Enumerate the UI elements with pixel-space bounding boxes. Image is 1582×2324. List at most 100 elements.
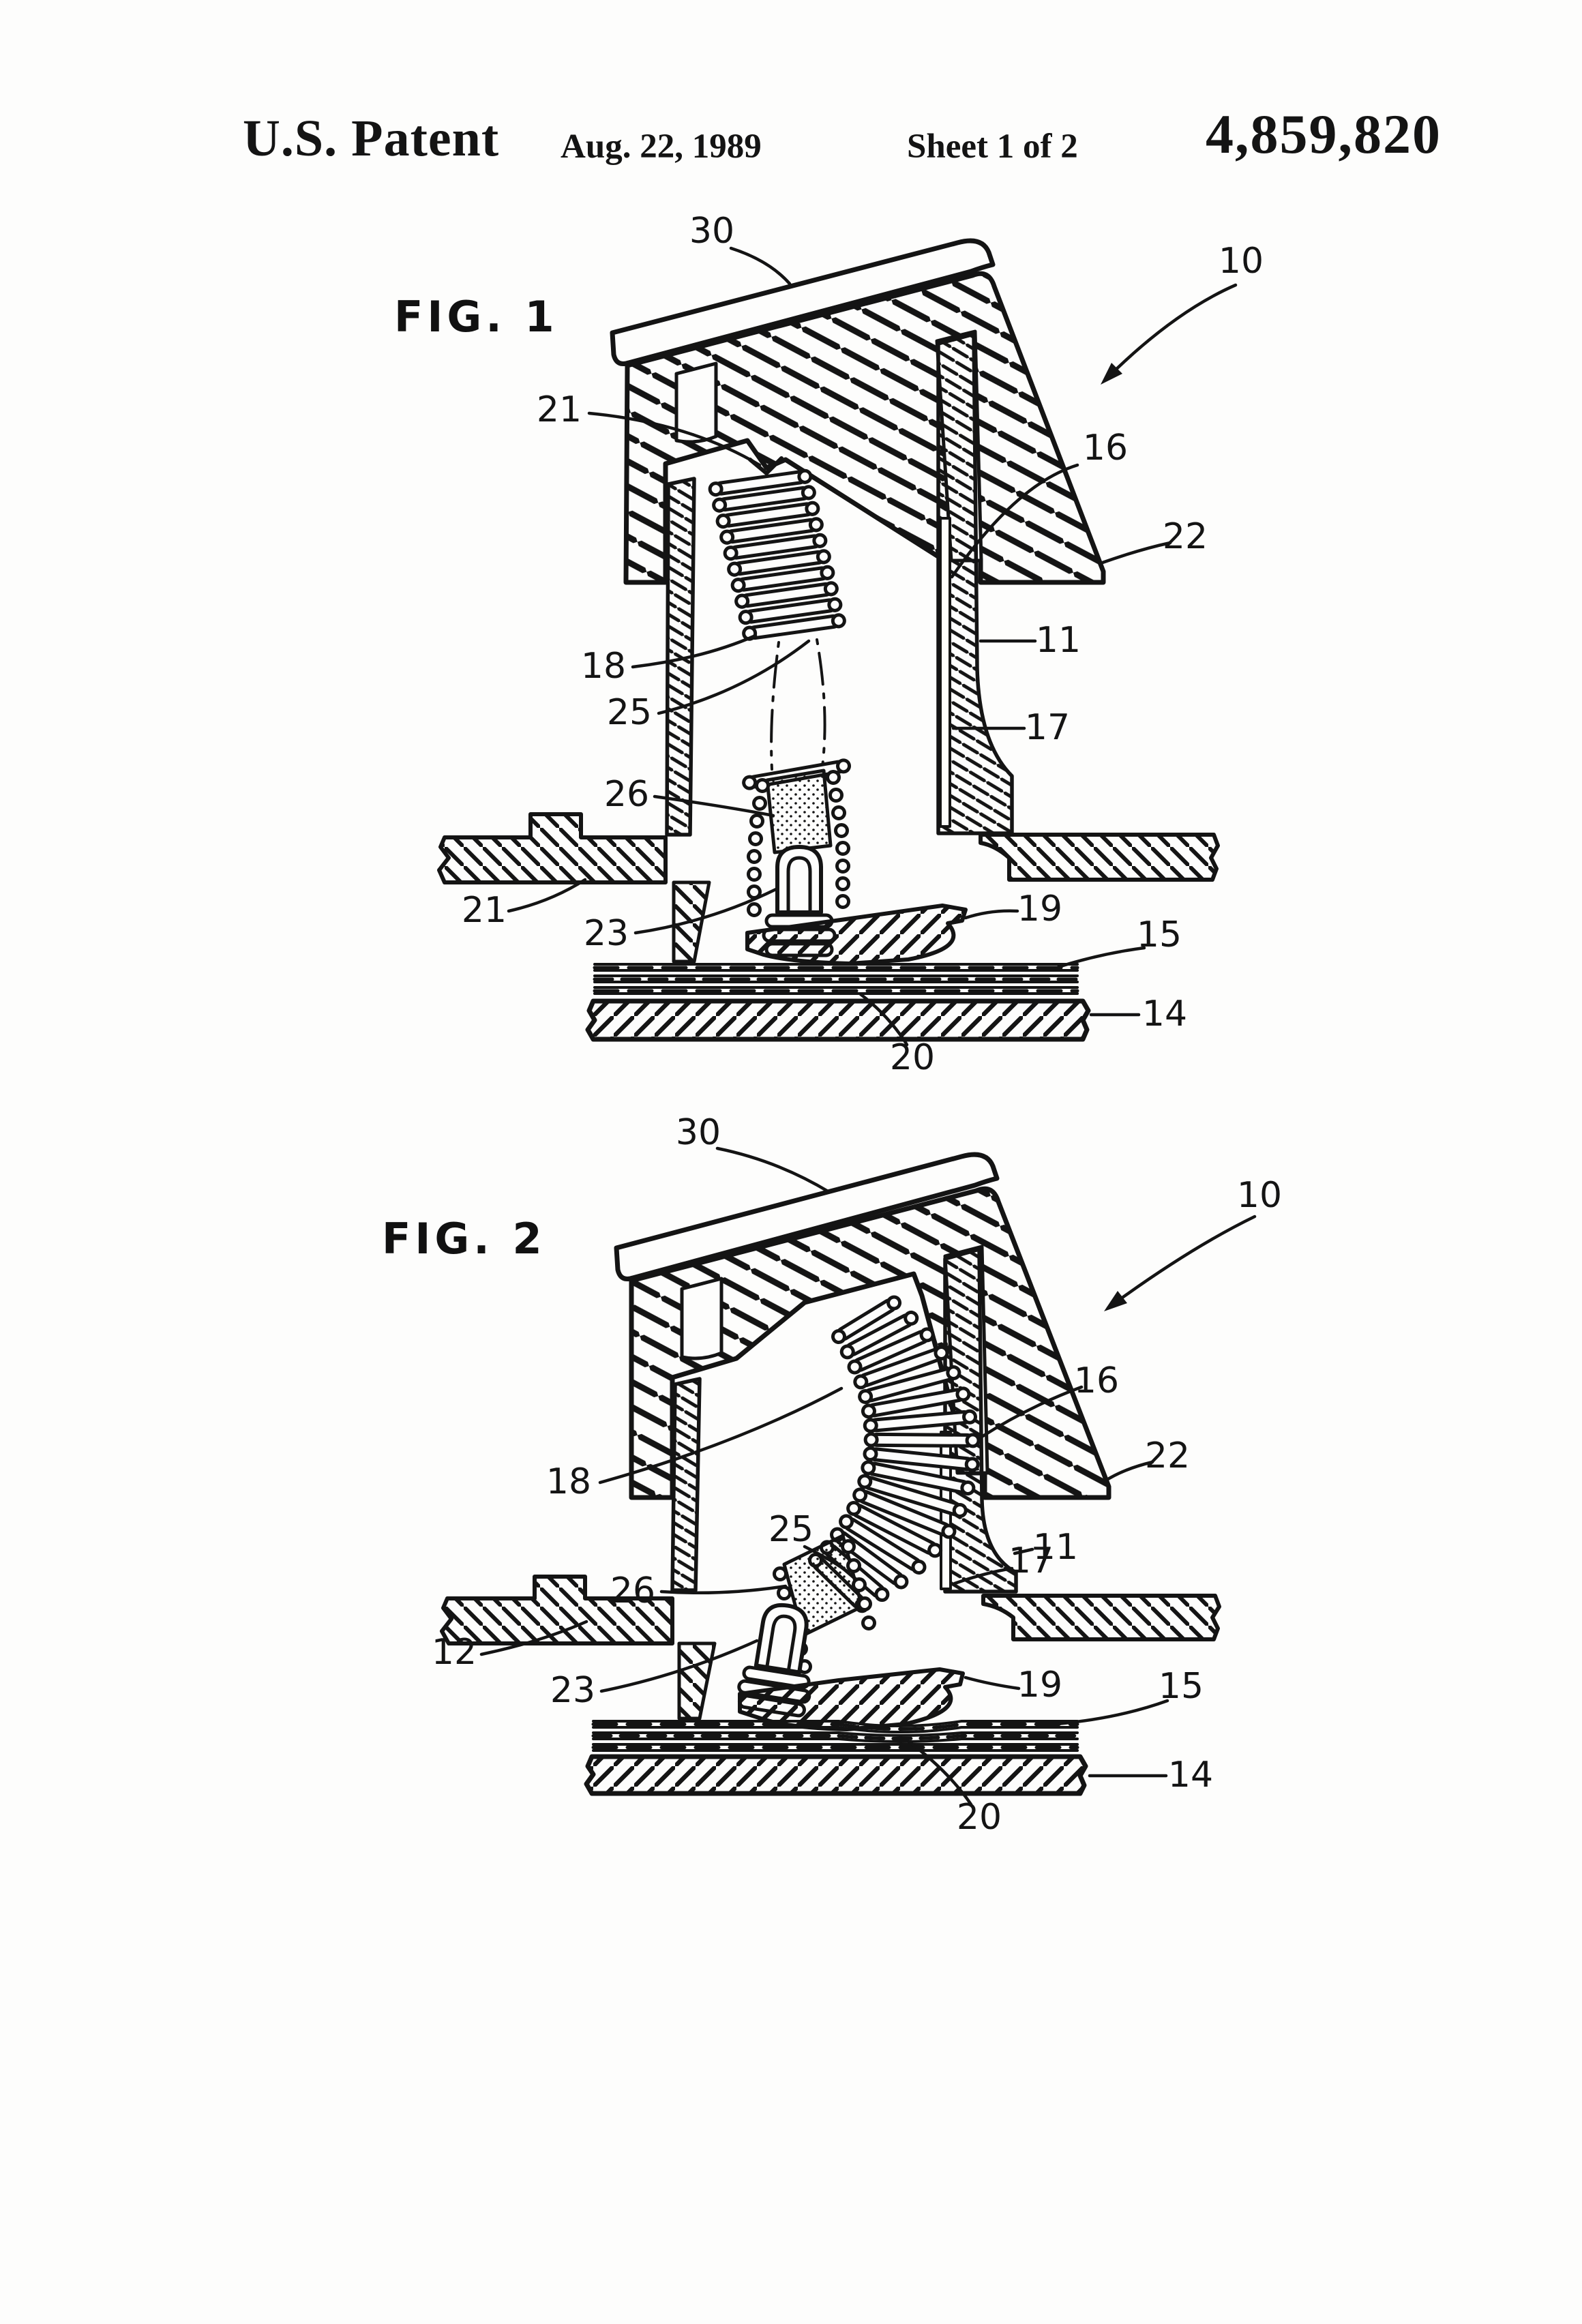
spring-coil-turn [719, 517, 824, 545]
fig1-ref-label-17: 17 [951, 707, 1070, 748]
leader-line [964, 909, 1019, 920]
spring-wire-section [852, 1577, 867, 1592]
spring-wire-section [752, 796, 767, 811]
fig2-ref-label-25: 25 [768, 1509, 850, 1575]
figure-2-drawing: FIG. 2 [382, 1112, 1282, 1838]
spring-wire-section [834, 823, 849, 838]
svg-text:23: 23 [584, 913, 629, 954]
fig1-ref-label-11: 11 [979, 620, 1081, 661]
fig2-ref-label-26: 26 [610, 1570, 788, 1611]
svg-text:16: 16 [1074, 1360, 1119, 1401]
coil-spring [708, 468, 852, 917]
leader-line [1056, 946, 1146, 969]
fig2-ref-label-12: 12 [432, 1620, 588, 1673]
spring-wire-section [826, 770, 841, 785]
fig2-ref-label-17: 17 [953, 1540, 1054, 1585]
leader-line [950, 463, 1079, 579]
spring-wire-section [829, 788, 844, 803]
spring-phantom-line-left [770, 641, 780, 771]
rocker-hairpin [753, 1603, 809, 1675]
leader-line [653, 794, 775, 818]
fig1-ref-label-25: 25 [607, 639, 811, 733]
spring-coil-turn [861, 1460, 976, 1495]
svg-text:15: 15 [1159, 1666, 1204, 1707]
fig1-ref-label-14: 14 [1089, 994, 1187, 1034]
spring-wire-section [846, 1558, 861, 1573]
leader-line [803, 1545, 850, 1575]
lower-guide-skirt [677, 1641, 717, 1720]
fig1-ref-label-18: 18 [581, 634, 758, 687]
leader-line [659, 1584, 788, 1595]
fig1-ref-label-21-lower: 21 [462, 878, 587, 931]
fig2-ref-label-18: 18 [546, 1386, 844, 1502]
spring-wire-section [749, 814, 764, 829]
leader-line [507, 878, 587, 913]
svg-text:25: 25 [607, 692, 652, 733]
leader-line [633, 887, 778, 935]
patent-office-title: U.S. Patent [243, 110, 500, 167]
svg-text:14: 14 [1168, 1755, 1213, 1796]
spring-wire-section [747, 849, 762, 864]
spring-wire-section [835, 894, 850, 909]
spring-wire-section [777, 1585, 792, 1600]
leader-line [905, 1738, 973, 1806]
arrowhead [1104, 1291, 1127, 1311]
leader-line [1106, 1215, 1257, 1310]
svg-text:18: 18 [546, 1461, 591, 1502]
svg-text:17: 17 [1009, 1540, 1054, 1581]
barrel-inner-liner [939, 517, 951, 828]
spring-wire-section [773, 1566, 788, 1581]
spring-coil-turn [846, 1501, 943, 1558]
keycap [610, 238, 1106, 585]
leader-line [964, 1675, 1021, 1690]
fig2-ref-label-20: 20 [905, 1738, 1002, 1838]
fig2-ref-label-15: 15 [1055, 1666, 1204, 1726]
frame-flange-right [981, 1594, 1221, 1641]
spring-coil-turn [831, 1295, 902, 1344]
fig1-ref-label-26: 26 [604, 774, 775, 818]
leader-line [729, 246, 792, 286]
fig1-ref-label-16: 16 [950, 428, 1128, 579]
svg-text:19: 19 [1017, 889, 1062, 929]
svg-text:21: 21 [537, 389, 582, 430]
svg-text:26: 26 [610, 1570, 655, 1611]
frame-flange-left [437, 812, 668, 884]
fig1-ref-label-21-upper: 21 [537, 389, 762, 467]
patent-number: 4,859,820 [1206, 103, 1442, 165]
svg-text:12: 12 [432, 1632, 477, 1673]
svg-text:26: 26 [604, 774, 649, 815]
svg-text:23: 23 [550, 1670, 595, 1711]
spring-wire-section [835, 841, 850, 856]
figure-1-caption: FIG. 1 [394, 292, 558, 342]
issue-date: Aug. 22, 1989 [561, 128, 762, 166]
spring-coil-turn [723, 533, 828, 561]
rocker-hairpin-inner [765, 1614, 797, 1673]
leader-line [1013, 1547, 1034, 1555]
spring-side-turns [747, 770, 850, 917]
svg-text:30: 30 [689, 211, 734, 252]
leader-line [657, 639, 811, 715]
frame-flange-left [440, 1575, 674, 1645]
svg-text:22: 22 [1145, 1435, 1190, 1476]
spring-coil-turn [738, 597, 843, 625]
barrel-wall-left [665, 477, 696, 837]
leader-line [598, 1386, 844, 1485]
fig2-ref-label-22: 22 [1103, 1435, 1190, 1483]
svg-text:30: 30 [676, 1112, 721, 1153]
barrel-wall-right [936, 332, 1014, 835]
fig1-ref-label-15: 15 [1056, 914, 1182, 969]
leader-line [953, 1566, 1014, 1585]
spring-coil-turn [857, 1474, 968, 1518]
keycap-top-shell [610, 238, 996, 366]
svg-text:20: 20 [890, 1037, 935, 1078]
fig2-ref-label-14: 14 [1088, 1755, 1213, 1796]
spring-wire-section [747, 867, 762, 882]
spring-upper-coils [708, 468, 846, 641]
fig1-ref-label-23: 23 [584, 887, 778, 954]
svg-text:20: 20 [957, 1797, 1002, 1838]
rocker-hairpin-inner [786, 856, 812, 914]
leader-line [479, 1620, 588, 1656]
spring-wire-section [747, 902, 762, 917]
leader-line [631, 634, 758, 669]
